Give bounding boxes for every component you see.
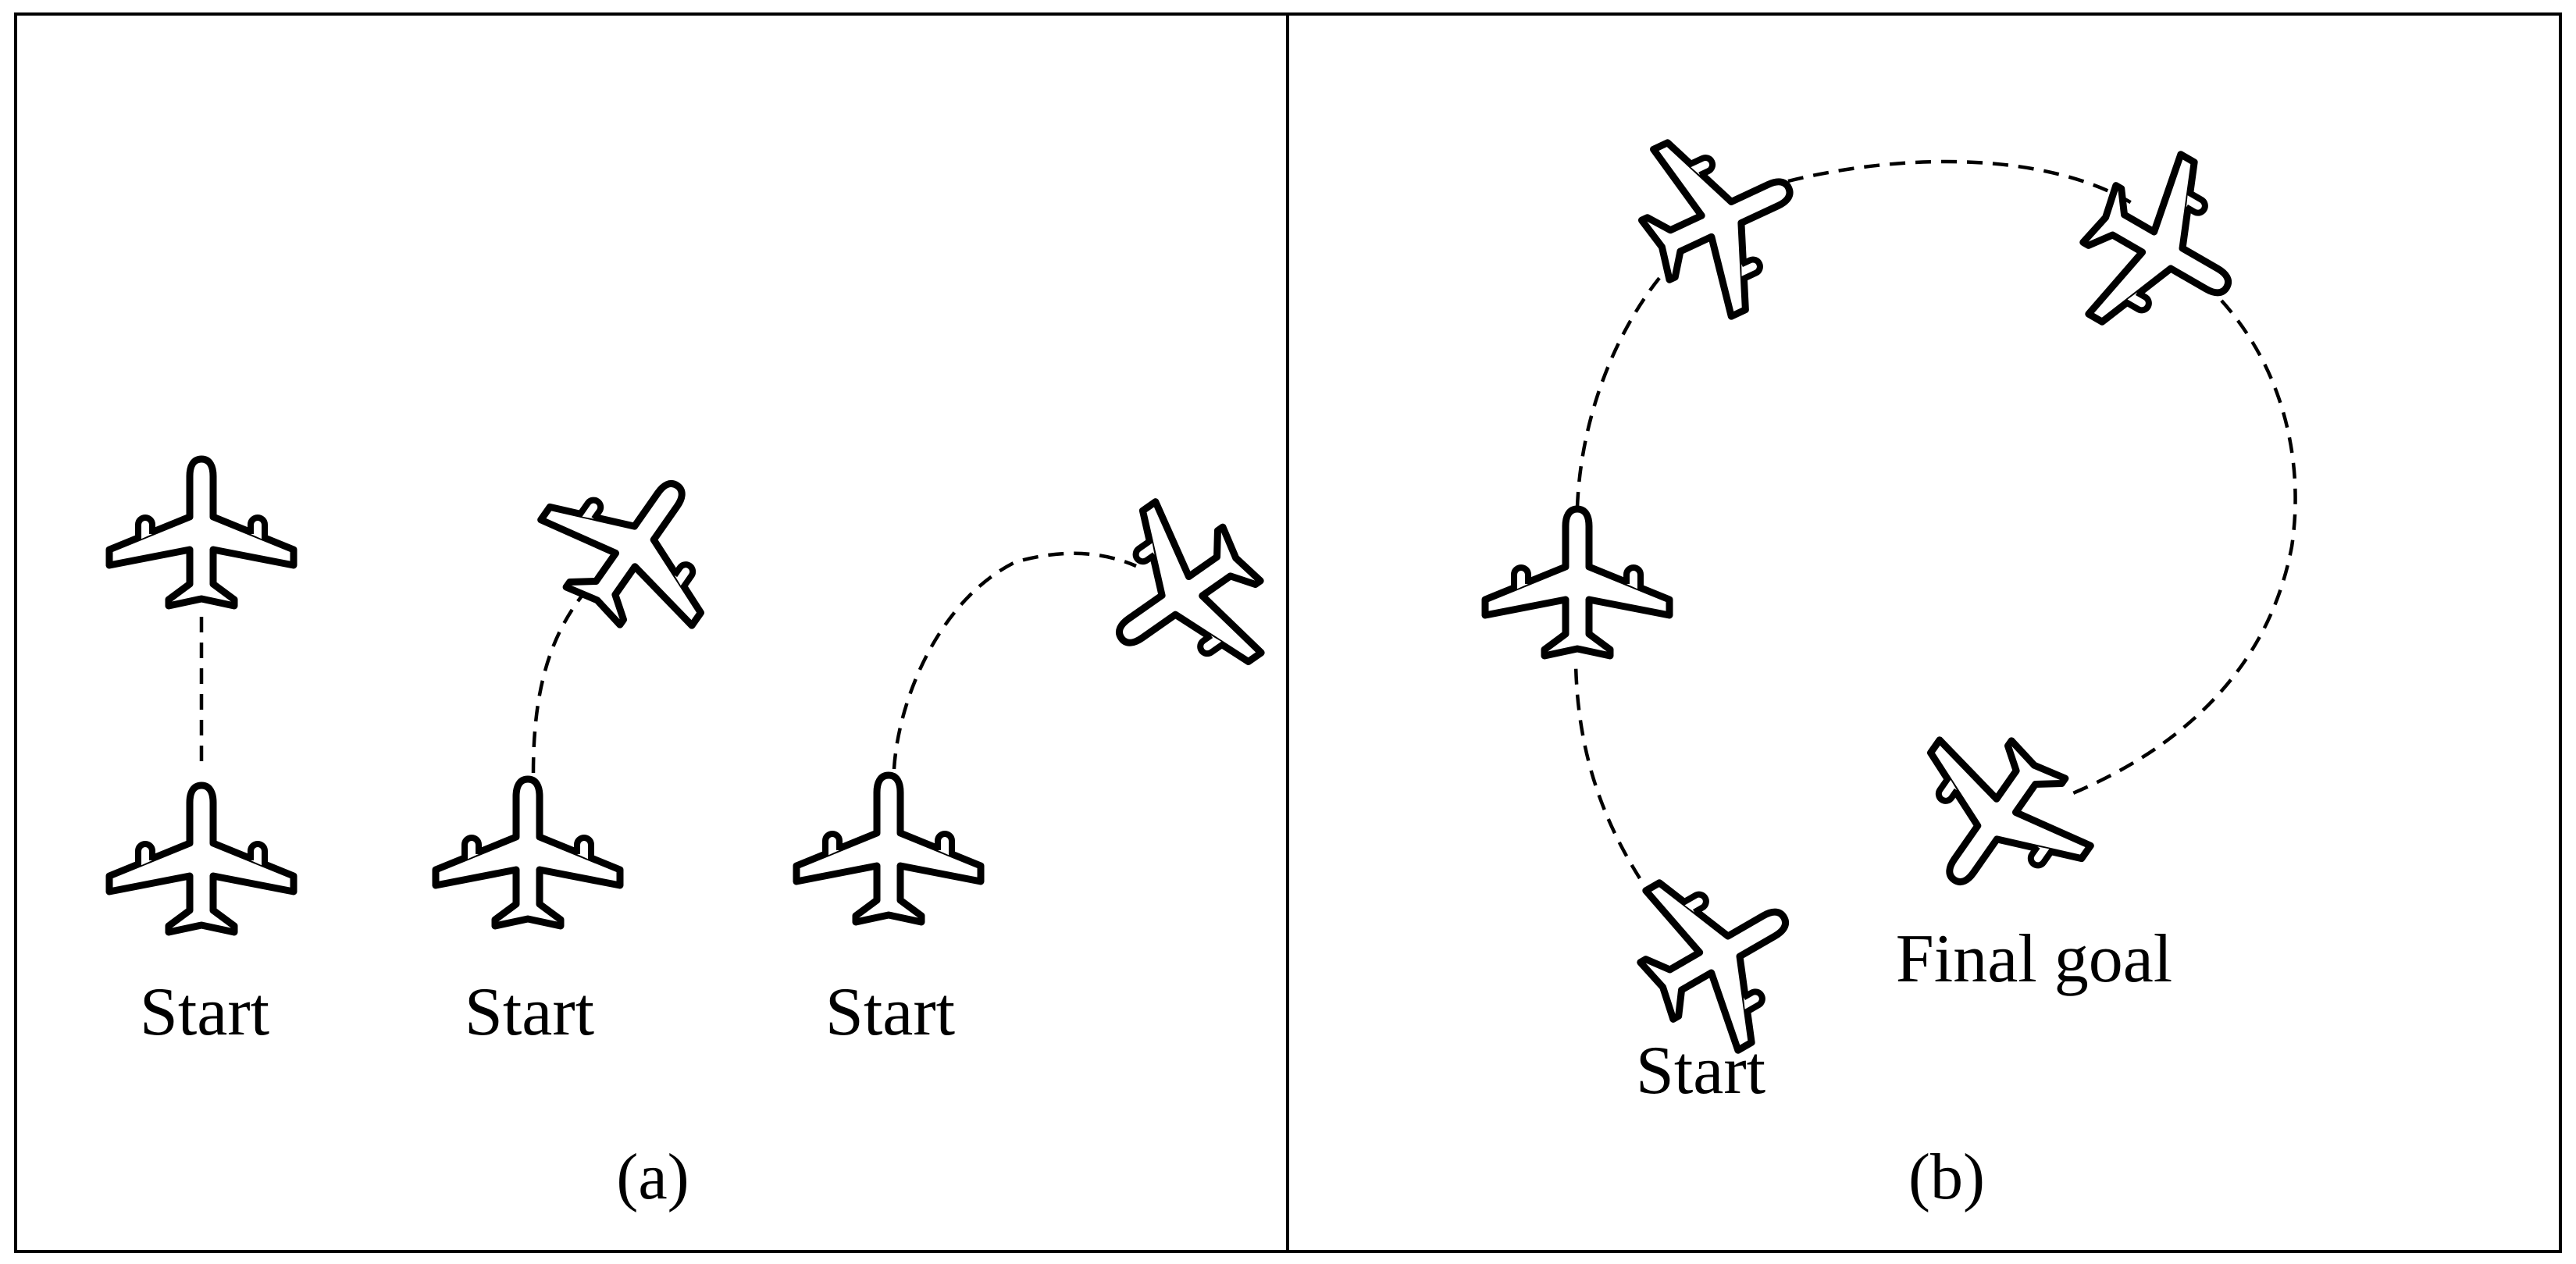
- panel-a-frame: [14, 12, 1289, 1253]
- start-label: Start: [1636, 1033, 1765, 1109]
- airplane-icon: [436, 779, 620, 926]
- final-goal-label: Final goal: [1896, 921, 2172, 997]
- start-label: Start: [825, 974, 955, 1050]
- airplane-icon: [109, 785, 294, 932]
- panel-b: Start Final goal (b): [1485, 105, 2297, 1213]
- panel-b-path-segment-1: [1573, 663, 1641, 880]
- airplane-icon: [2054, 134, 2273, 367]
- airplane-icon: [109, 459, 294, 606]
- panel-b-path-segment-3: [1787, 159, 2133, 205]
- panel-b-path-segment-4: [2068, 299, 2297, 797]
- airplane-icon: [1879, 707, 2114, 932]
- panel-a-path-curve-right: [892, 551, 1137, 770]
- airplane-icon: [1068, 479, 1294, 714]
- airplane-icon: [796, 775, 981, 922]
- panel-b-path-segment-2: [1575, 256, 1679, 508]
- airplane-icon: [1485, 509, 1669, 656]
- panel-b-frame: [1286, 12, 2562, 1253]
- panel-a-caption: (a): [616, 1141, 689, 1213]
- panel-b-caption: (b): [1908, 1141, 1985, 1213]
- start-label: Start: [465, 974, 594, 1050]
- airplane-icon: [1616, 105, 1827, 333]
- panel-a: Start Start Start (a): [109, 433, 1295, 1213]
- start-label: Start: [140, 974, 269, 1050]
- airplane-icon: [518, 433, 753, 658]
- panel-a-path-curve-left: [531, 572, 603, 774]
